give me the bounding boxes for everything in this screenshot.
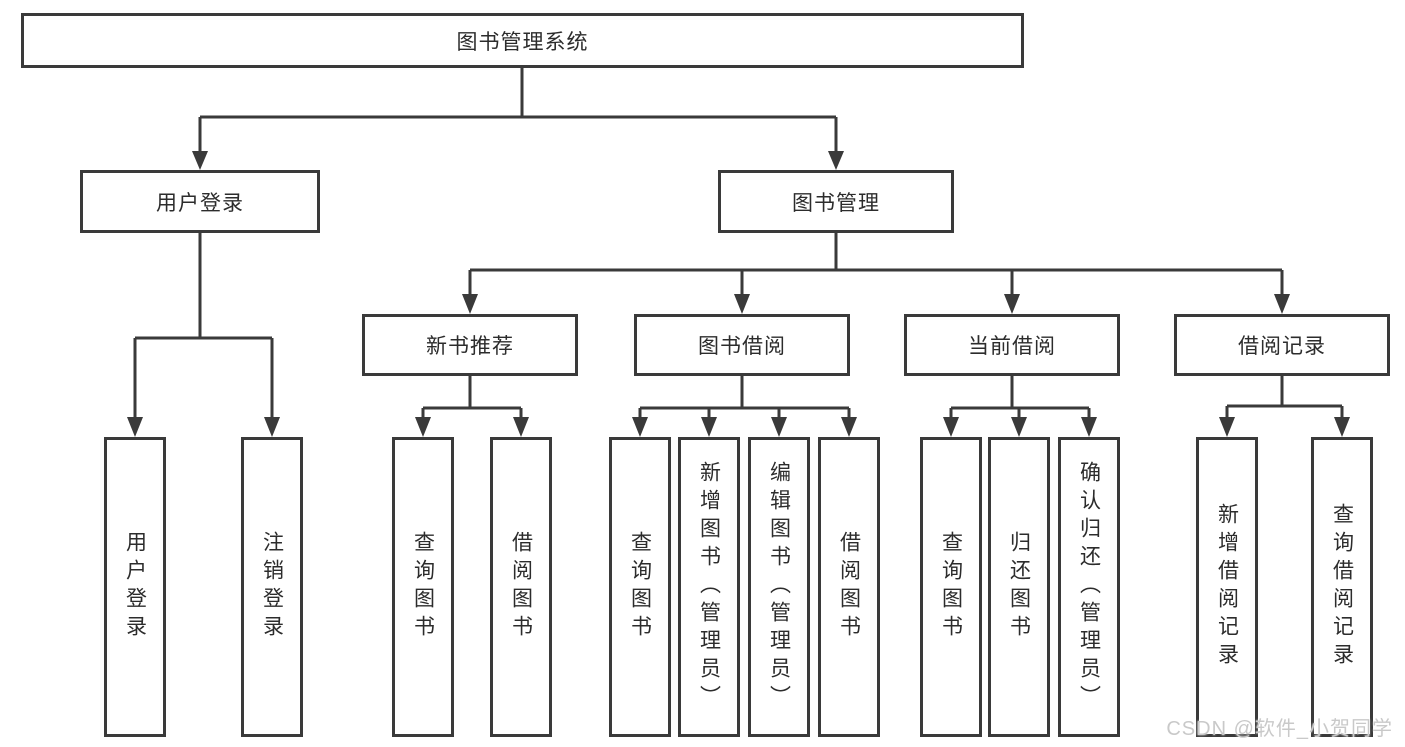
- edges-new-book-rec-to-leaves: [415, 376, 529, 437]
- arrowhead-icon: [828, 151, 844, 170]
- arrowhead-icon: [771, 417, 787, 437]
- node-book-management: 图书管理: [718, 170, 954, 233]
- edges-book-mgmt-to-level3: [462, 233, 1290, 314]
- edges-book-borrow-to-leaves: [632, 376, 857, 437]
- node-label: 用户登录: [123, 531, 147, 643]
- node-leaf-add-borrow-record: 新增借阅记录: [1196, 437, 1258, 737]
- node-new-book-recommendation: 新书推荐: [362, 314, 578, 376]
- node-current-borrowing: 当前借阅: [904, 314, 1120, 376]
- arrowhead-icon: [192, 151, 208, 170]
- node-leaf-add-book-admin: 新增图书（管理员）: [678, 437, 740, 737]
- node-label: 查询图书: [939, 531, 963, 643]
- arrowhead-icon: [264, 417, 280, 437]
- node-leaf-borrow-books: 借阅图书: [818, 437, 880, 737]
- arrowhead-icon: [1081, 417, 1097, 437]
- node-label: 借阅图书: [509, 531, 533, 643]
- node-label: 查询图书: [411, 531, 435, 643]
- arrowhead-icon: [1004, 294, 1020, 314]
- node-label: 编辑图书（管理员）: [767, 461, 791, 713]
- node-book-borrowing: 图书借阅: [634, 314, 850, 376]
- node-leaf-edit-book-admin: 编辑图书（管理员）: [748, 437, 810, 737]
- node-label: 查询图书: [628, 531, 652, 643]
- node-label: 借阅图书: [837, 531, 861, 643]
- node-root-system: 图书管理系统: [21, 13, 1024, 68]
- node-leaf-user-login: 用户登录: [104, 437, 166, 737]
- arrowhead-icon: [632, 417, 648, 437]
- arrowhead-icon: [943, 417, 959, 437]
- edges-current-borrow-to-leaves: [943, 376, 1097, 437]
- node-leaf-query-books: 查询图书: [920, 437, 982, 737]
- edges-user-login-to-leaves: [127, 233, 280, 437]
- edges-root-to-level2: [192, 68, 844, 170]
- arrowhead-icon: [1219, 417, 1235, 437]
- arrowhead-icon: [701, 417, 717, 437]
- arrowhead-icon: [841, 417, 857, 437]
- node-leaf-confirm-return-admin: 确认归还（管理员）: [1058, 437, 1120, 737]
- node-label: 确认归还（管理员）: [1077, 461, 1101, 713]
- arrowhead-icon: [127, 417, 143, 437]
- node-label: 新增借阅记录: [1215, 503, 1239, 671]
- node-leaf-borrow-books: 借阅图书: [490, 437, 552, 737]
- arrowhead-icon: [1274, 294, 1290, 314]
- node-label: 新增图书（管理员）: [697, 461, 721, 713]
- edges-borrow-records-to-leaves: [1219, 376, 1350, 437]
- node-leaf-logout: 注销登录: [241, 437, 303, 737]
- node-leaf-return-book: 归还图书: [988, 437, 1050, 737]
- node-label: 归还图书: [1007, 531, 1031, 643]
- node-borrowing-records: 借阅记录: [1174, 314, 1390, 376]
- arrowhead-icon: [1334, 417, 1350, 437]
- arrowhead-icon: [513, 417, 529, 437]
- node-label: 查询借阅记录: [1330, 503, 1354, 671]
- csdn-watermark: CSDN @软件_小贺同学: [1166, 718, 1393, 740]
- arrowhead-icon: [734, 294, 750, 314]
- node-leaf-query-books: 查询图书: [392, 437, 454, 737]
- node-leaf-query-borrow-record: 查询借阅记录: [1311, 437, 1373, 737]
- arrowhead-icon: [1011, 417, 1027, 437]
- node-leaf-query-books: 查询图书: [609, 437, 671, 737]
- node-user-login: 用户登录: [80, 170, 320, 233]
- arrowhead-icon: [462, 294, 478, 314]
- node-label: 注销登录: [260, 531, 284, 643]
- arrowhead-icon: [415, 417, 431, 437]
